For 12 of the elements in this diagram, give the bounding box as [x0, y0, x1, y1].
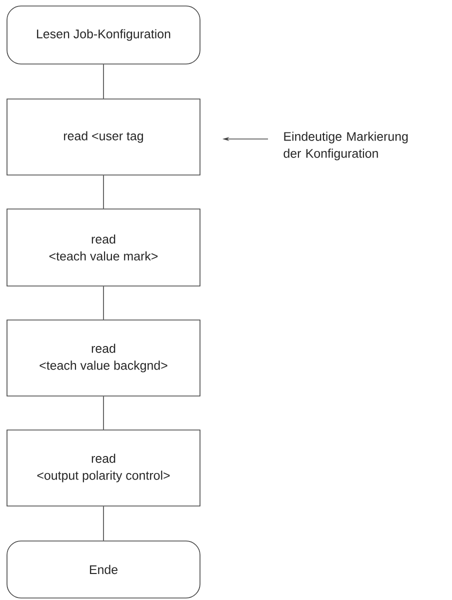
process-box: read <teach value mark>: [6, 208, 200, 286]
connector-line: [103, 175, 104, 209]
annotation-text: Eindeutige Markierung der Konfiguration: [284, 132, 408, 160]
process-box: read <teach value backgnd>: [6, 320, 200, 396]
process-box: read <output polarity control>: [6, 430, 200, 506]
process-box: read <user tag: [6, 98, 200, 176]
terminal-box: Ende: [6, 540, 200, 598]
connector-line: [103, 396, 104, 430]
connector-line: [103, 286, 104, 320]
terminal-box: Lesen Job-Konfiguration: [6, 6, 200, 64]
connector-line: [103, 506, 104, 541]
connector-line: [103, 64, 104, 99]
